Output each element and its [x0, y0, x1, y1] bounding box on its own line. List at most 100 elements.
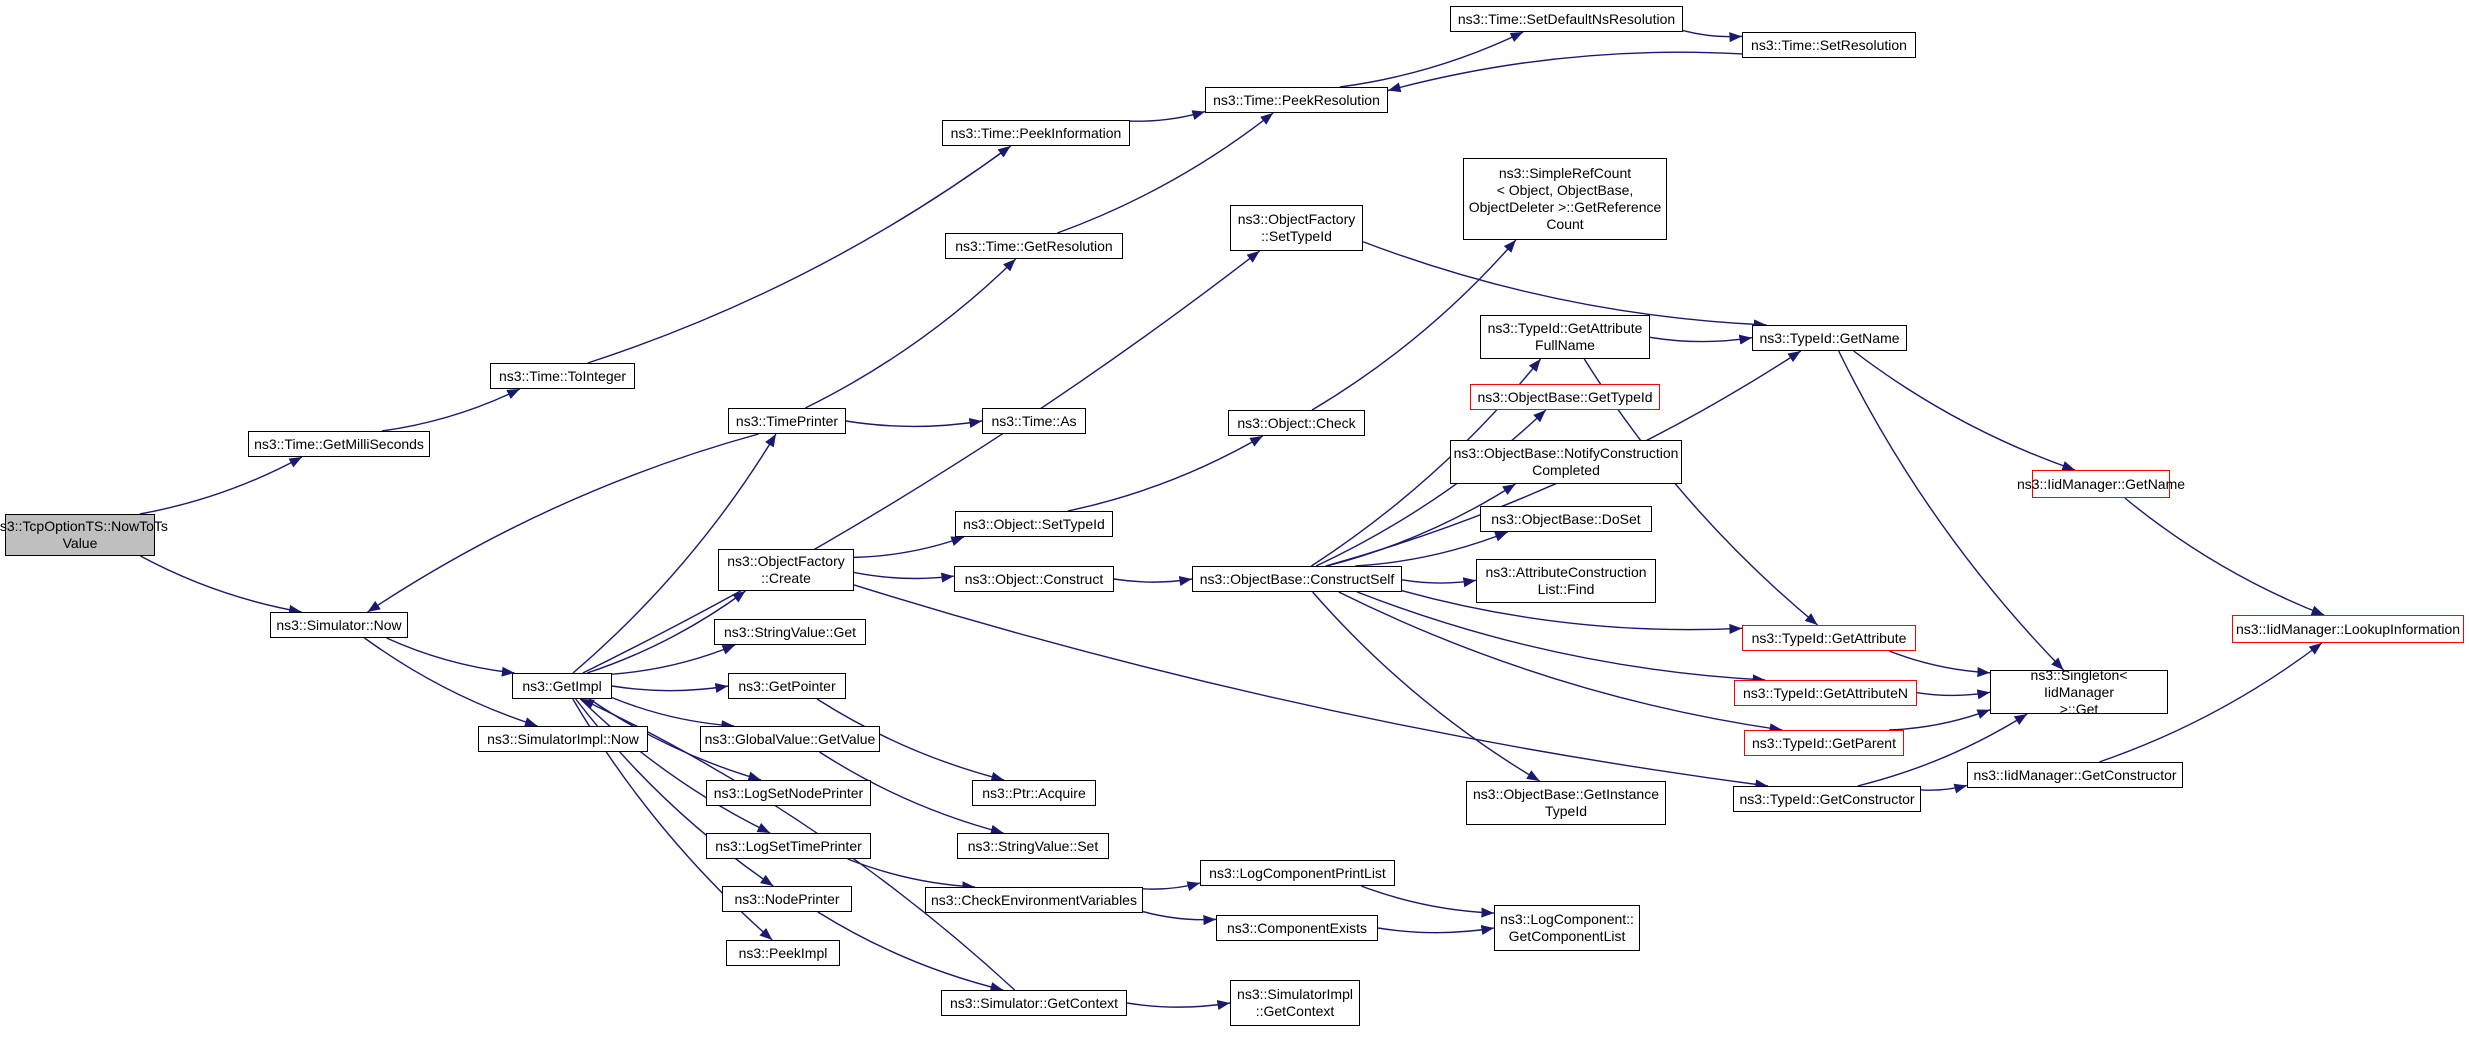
node-simulator-now[interactable]: ns3::Simulator::Now	[270, 612, 408, 638]
node-time-tointeger[interactable]: ns3::Time::ToInteger	[490, 363, 635, 389]
edge-n_peekinfo-to-n_peekres	[1129, 110, 1206, 122]
edge-n_timeprinter-to-n_getres	[805, 258, 1017, 409]
edge-n_checkenv-to-n_compexists	[1142, 910, 1217, 926]
node-typeid-getname[interactable]: ns3::TypeId::GetName	[1752, 325, 1907, 351]
edge-n_iidgetname-to-n_iidlookup	[2124, 497, 2325, 616]
node-simulatorimpl-now[interactable]: ns3::SimulatorImpl::Now	[478, 726, 648, 752]
edge-n_obconstructself-to-n_tidgetattrn	[1357, 591, 1766, 685]
edge-n_setdefres-to-n_setres	[1682, 29, 1743, 43]
edge-n_obconstructself-to-n_tidgetparent	[1338, 591, 1783, 734]
node-objectfactory-settypeid[interactable]: ns3::ObjectFactory ::SetTypeId	[1230, 205, 1363, 251]
node-typeid-getattributefullname[interactable]: ns3::TypeId::GetAttribute FullName	[1480, 315, 1650, 359]
node-getpointer[interactable]: ns3::GetPointer	[728, 673, 846, 699]
edge-n_logsettime-to-n_checkenv	[847, 858, 975, 892]
edge-n_getimpl-to-n_gvgetvalue	[611, 696, 735, 731]
node-ptr-acquire[interactable]: ns3::Ptr::Acquire	[972, 780, 1096, 806]
node-time-as[interactable]: ns3::Time::As	[982, 408, 1086, 434]
edge-n_getimpl-to-n_ofsettid	[582, 250, 1261, 674]
node-objectbase-notifyconstructioncompleted[interactable]: ns3::ObjectBase::NotifyConstruction Comp…	[1450, 440, 1682, 484]
edge-n_getms-to-n_toint	[381, 388, 521, 432]
node-stringvalue-set[interactable]: ns3::StringValue::Set	[957, 833, 1109, 859]
node-time-peekresolution[interactable]: ns3::Time::PeekResolution	[1205, 87, 1388, 113]
edge-n_checkenv-to-n_logcompprint	[1142, 881, 1201, 892]
edge-n_getimpl-to-n_getpointer	[611, 683, 729, 693]
edge-n_timeprinter-to-n_simnow	[367, 433, 759, 613]
edge-n_getimpl-to-n_ofcreate	[586, 590, 746, 674]
edge-n_ofcreate-to-n_objconstruct	[853, 571, 955, 583]
edge-n_tidgetparent-to-n_singleton	[1888, 709, 1991, 731]
edge-n_getimpl-to-n_strget	[611, 644, 736, 675]
node-nodeprinter[interactable]: ns3::NodePrinter	[722, 886, 852, 912]
edge-n_tidgetattr-to-n_singleton	[1888, 650, 1991, 678]
node-tcpoptionts-nowtotsvalue[interactable]: ns3::TcpOptionTS::NowToTs Value	[0, 514, 168, 556]
edge-n_objconstruct-to-n_obconstructself	[1113, 576, 1193, 586]
node-peekimpl[interactable]: ns3::PeekImpl	[726, 940, 840, 966]
node-object-check[interactable]: ns3::Object::Check	[1228, 410, 1365, 436]
node-typeid-getattributen[interactable]: ns3::TypeId::GetAttributeN	[1734, 680, 1917, 706]
node-singleton-iidmanager-get[interactable]: ns3::Singleton< IidManager >::Get	[1990, 667, 2168, 717]
edge-n_tidgetattrn-to-n_singleton	[1916, 689, 1991, 700]
edge-n_root-to-n_simnow	[140, 555, 302, 615]
edge-n_obconstructself-to-n_obgettid	[1315, 409, 1547, 567]
edge-n_simnow-to-n_getimpl	[386, 637, 515, 677]
node-logcomponentprintlist[interactable]: ns3::LogComponentPrintList	[1200, 860, 1395, 886]
edge-n_objcheck-to-n_simplerefcount	[1311, 239, 1517, 411]
edge-n_simgetctx-to-n_simimplgetctx	[1126, 1000, 1231, 1010]
node-time-getmilliseconds[interactable]: ns3::Time::GetMilliSeconds	[248, 431, 430, 457]
node-time-getresolution[interactable]: ns3::Time::GetResolution	[945, 233, 1123, 259]
node-iidmanager-getconstructor[interactable]: ns3::IidManager::GetConstructor	[1967, 762, 2183, 788]
edge-n_obconstructself-to-n_tidgetattr	[1401, 589, 1743, 634]
node-logsetnodeprinter[interactable]: ns3::LogSetNodePrinter	[706, 780, 871, 806]
node-attributeconstructionlist-find[interactable]: ns3::AttributeConstruction List::Find	[1476, 559, 1656, 603]
edge-n_ofsettid-to-n_tidgetname	[1362, 241, 1767, 330]
edge-n_logcompprint-to-n_logcompget	[1360, 885, 1495, 918]
node-objectbase-gettypeid[interactable]: ns3::ObjectBase::GetTypeId	[1470, 384, 1660, 410]
edge-n_timeprinter-to-n_timeas	[845, 418, 983, 428]
node-typeid-getattribute[interactable]: ns3::TypeId::GetAttribute	[1742, 625, 1916, 651]
node-typeid-getparent[interactable]: ns3::TypeId::GetParent	[1744, 730, 1904, 756]
edge-n_getimpl-to-n_timeprinter	[572, 433, 777, 674]
edge-n_obconstructself-to-n_acfind	[1401, 577, 1477, 588]
node-object-construct[interactable]: ns3::Object::Construct	[954, 566, 1114, 592]
node-iidmanager-lookupinformation[interactable]: ns3::IidManager::LookupInformation	[2232, 615, 2464, 643]
node-logcomponent-getcomponentlist[interactable]: ns3::LogComponent:: GetComponentList	[1494, 905, 1640, 951]
node-logsettimeprinter[interactable]: ns3::LogSetTimePrinter	[706, 833, 871, 859]
node-objectfactory-create[interactable]: ns3::ObjectFactory ::Create	[718, 549, 854, 591]
edge-n_gvgetvalue-to-n_strset	[819, 751, 1004, 835]
edge-n_compexists-to-n_logcompget	[1377, 925, 1495, 935]
edge-n_simnow-to-n_simimplnow	[364, 637, 538, 727]
edge-n_tidgetattrfull-to-n_tidgetname	[1649, 334, 1753, 345]
node-object-settypeid[interactable]: ns3::Object::SetTypeId	[955, 511, 1113, 537]
node-time-peekinformation[interactable]: ns3::Time::PeekInformation	[942, 120, 1130, 146]
edge-n_iidgetctor-to-n_iidlookup	[2099, 642, 2323, 763]
node-simplerefcount-getreferencecount[interactable]: ns3::SimpleRefCount < Object, ObjectBase…	[1463, 158, 1667, 240]
node-time-setresolution[interactable]: ns3::Time::SetResolution	[1742, 32, 1916, 58]
edge-n_obconstructself-to-n_obdoset	[1355, 531, 1508, 567]
edge-n_setres-to-n_peekres	[1387, 51, 1743, 93]
node-objectbase-constructself[interactable]: ns3::ObjectBase::ConstructSelf	[1192, 566, 1402, 592]
edge-n_obconstructself-to-n_obnotify	[1326, 483, 1516, 567]
node-objectbase-getinstancetypeid[interactable]: ns3::ObjectBase::GetInstance TypeId	[1466, 781, 1666, 825]
edge-n_getres-to-n_peekres	[1057, 112, 1274, 234]
node-objectbase-doset[interactable]: ns3::ObjectBase::DoSet	[1480, 506, 1652, 532]
edge-n_tidgetctor-to-n_singleton	[1857, 713, 2028, 787]
edge-n_getimpl-to-n_logsettime	[579, 698, 771, 834]
node-checkenvironmentvariables[interactable]: ns3::CheckEnvironmentVariables	[925, 887, 1143, 913]
edge-n_obconstructself-to-n_obgetinst	[1312, 591, 1540, 782]
node-timeprinter[interactable]: ns3::TimePrinter	[728, 408, 846, 434]
node-iidmanager-getname[interactable]: ns3::IidManager::GetName	[2017, 470, 2185, 498]
node-time-setdefaultnsresolution[interactable]: ns3::Time::SetDefaultNsResolution	[1450, 6, 1683, 32]
node-simulator-getcontext[interactable]: ns3::Simulator::GetContext	[941, 990, 1127, 1016]
edge-n_toint-to-n_peekinfo	[587, 145, 1012, 364]
edge-n_tidgetname-to-n_iidgetname	[1853, 350, 2076, 471]
node-stringvalue-get[interactable]: ns3::StringValue::Get	[714, 619, 866, 645]
node-typeid-getconstructor[interactable]: ns3::TypeId::GetConstructor	[1733, 786, 1921, 812]
node-globalvalue-getvalue[interactable]: ns3::GlobalValue::GetValue	[700, 726, 880, 752]
node-componentexists[interactable]: ns3::ComponentExists	[1216, 915, 1378, 941]
node-simulatorimpl-getcontext[interactable]: ns3::SimulatorImpl ::GetContext	[1230, 980, 1360, 1026]
node-getimpl[interactable]: ns3::GetImpl	[512, 673, 612, 699]
edge-n_tidgetname-to-n_singleton	[1838, 350, 2064, 671]
edge-n_peekres-to-n_setdefres	[1339, 31, 1524, 88]
